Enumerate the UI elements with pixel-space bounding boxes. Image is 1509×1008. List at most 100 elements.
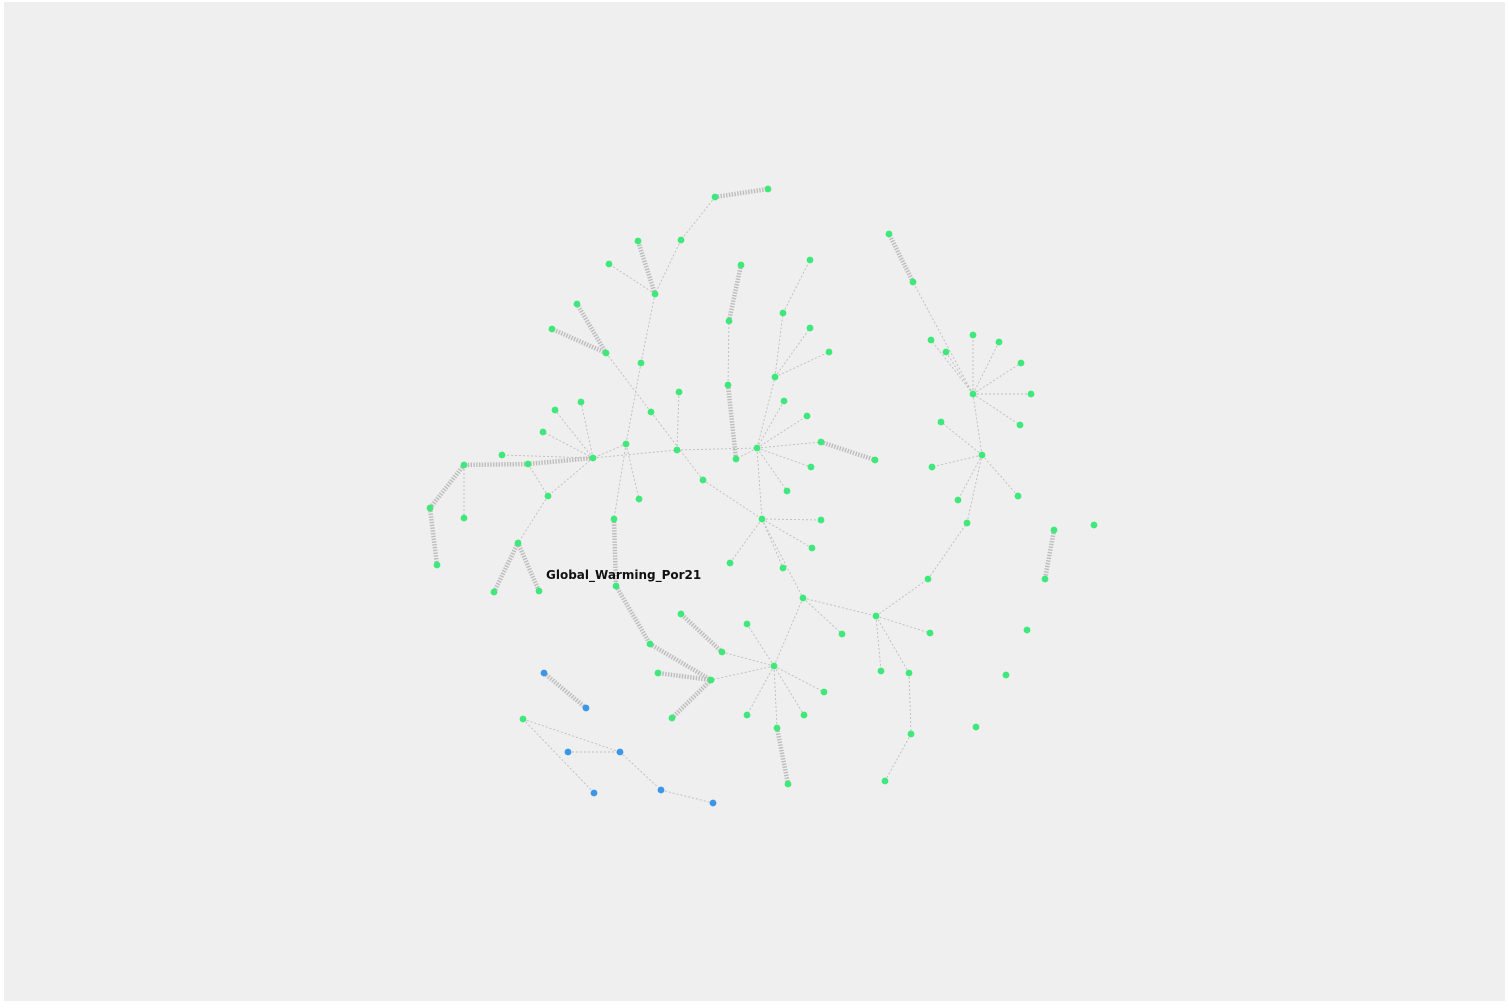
graph-node-u1[interactable] [540,669,548,677]
graph-node-p7[interactable] [1014,492,1022,500]
graph-node-i5[interactable] [737,261,745,269]
graph-node-q5[interactable] [995,338,1003,346]
graph-node-p1[interactable] [924,575,932,583]
graph-node-j5[interactable] [825,348,833,356]
graph-node-e1[interactable] [589,454,597,462]
graph-node-o4[interactable] [905,669,913,677]
graph-node-c1[interactable] [637,359,645,367]
graph-node-u7[interactable] [657,786,665,794]
graph-node-l5[interactable] [779,564,787,572]
graph-node-k1[interactable] [780,397,788,405]
graph-node-b3[interactable] [605,260,613,268]
graph-node-o6[interactable] [881,777,889,785]
graph-node-e7[interactable] [460,461,468,469]
graph-node-u2[interactable] [582,704,590,712]
graph-node-f3[interactable] [490,588,498,596]
graph-node-o2[interactable] [926,629,934,637]
graph-node-q8[interactable] [1016,421,1024,429]
graph-node-q6[interactable] [1017,359,1025,367]
graph-node-c3[interactable] [573,300,581,308]
graph-node-n3[interactable] [718,648,726,656]
graph-node-h3[interactable] [647,408,655,416]
graph-node-u6[interactable] [590,789,598,797]
graph-node-o3[interactable] [877,667,885,675]
graph-node-g3[interactable] [612,582,620,590]
graph-node-n1[interactable] [770,662,778,670]
graph-node-j3[interactable] [806,256,814,264]
graph-node-g4[interactable] [646,640,654,648]
graph-node-s1[interactable] [1050,526,1058,534]
graph-node-k2[interactable] [803,412,811,420]
graph-node-r2[interactable] [885,230,893,238]
graph-node-n7[interactable] [743,711,751,719]
graph-node-u4[interactable] [564,748,572,756]
graph-node-k4[interactable] [871,456,879,464]
graph-node-l1[interactable] [758,515,766,523]
graph-node-j4[interactable] [806,324,814,332]
graph-node-q2[interactable] [927,336,935,344]
graph-node-p4[interactable] [928,463,936,471]
graph-node-d1[interactable] [622,440,630,448]
graph-node-g2[interactable] [610,515,618,523]
graph-node-p6[interactable] [954,496,962,504]
graph-node-c4[interactable] [548,325,556,333]
graph-node-i4[interactable] [725,317,733,325]
graph-node-e2[interactable] [551,406,559,414]
graph-node-s2[interactable] [1041,575,1049,583]
graph-node-p2[interactable] [963,519,971,527]
graph-node-b1[interactable] [651,290,659,298]
graph-node-l4[interactable] [726,559,734,567]
graph-node-e10[interactable] [433,561,441,569]
graph-node-m1[interactable] [799,594,807,602]
graph-node-k5[interactable] [807,463,815,471]
graph-node-t3[interactable] [1002,671,1010,679]
graph-node-n2[interactable] [743,620,751,628]
graph-node-g6[interactable] [654,669,662,677]
graph-node-e9[interactable] [426,504,434,512]
graph-node-i1[interactable] [753,444,761,452]
graph-node-f2[interactable] [514,539,522,547]
graph-node-a3[interactable] [677,236,685,244]
graph-node-u5[interactable] [616,748,624,756]
graph-node-q4[interactable] [969,331,977,339]
graph-node-h4[interactable] [699,476,707,484]
network-graph[interactable]: Global_Warming_Por21 [4,2,1509,1008]
graph-node-q1[interactable] [969,390,977,398]
graph-node-e4[interactable] [539,428,547,436]
graph-node-u8[interactable] [709,799,717,807]
graph-node-p5[interactable] [937,418,945,426]
graph-node-c2[interactable] [602,349,610,357]
graph-node-k6[interactable] [783,487,791,495]
graph-node-l2[interactable] [817,516,825,524]
graph-node-t4[interactable] [972,723,980,731]
graph-node-n8[interactable] [773,724,781,732]
graph-node-i2[interactable] [732,455,740,463]
graph-node-g7[interactable] [668,714,676,722]
graph-node-u3[interactable] [519,715,527,723]
graph-node-o1[interactable] [872,612,880,620]
graph-node-q3[interactable] [942,348,950,356]
graph-node-k3[interactable] [817,438,825,446]
graph-node-j1[interactable] [771,373,779,381]
graph-canvas[interactable]: Global_Warming_Por21 [4,2,1505,1001]
graph-node-n9[interactable] [784,780,792,788]
graph-node-f4[interactable] [535,587,543,595]
graph-node-t1[interactable] [1090,521,1098,529]
graph-node-n5[interactable] [820,688,828,696]
graph-node-p3[interactable] [978,451,986,459]
graph-node-a2[interactable] [764,185,772,193]
graph-node-e6[interactable] [524,460,532,468]
graph-node-n6[interactable] [800,711,808,719]
graph-node-q7[interactable] [1027,390,1035,398]
graph-node-o5[interactable] [907,730,915,738]
graph-node-b2[interactable] [634,237,642,245]
graph-node-l3[interactable] [808,544,816,552]
graph-node-a1[interactable] [711,193,719,201]
graph-node-g1[interactable] [635,495,643,503]
graph-node-h2[interactable] [675,388,683,396]
graph-node-h1[interactable] [673,446,681,454]
graph-node-m2[interactable] [838,630,846,638]
graph-node-f1[interactable] [544,492,552,500]
graph-node-g5[interactable] [707,676,715,684]
graph-node-e8[interactable] [460,514,468,522]
